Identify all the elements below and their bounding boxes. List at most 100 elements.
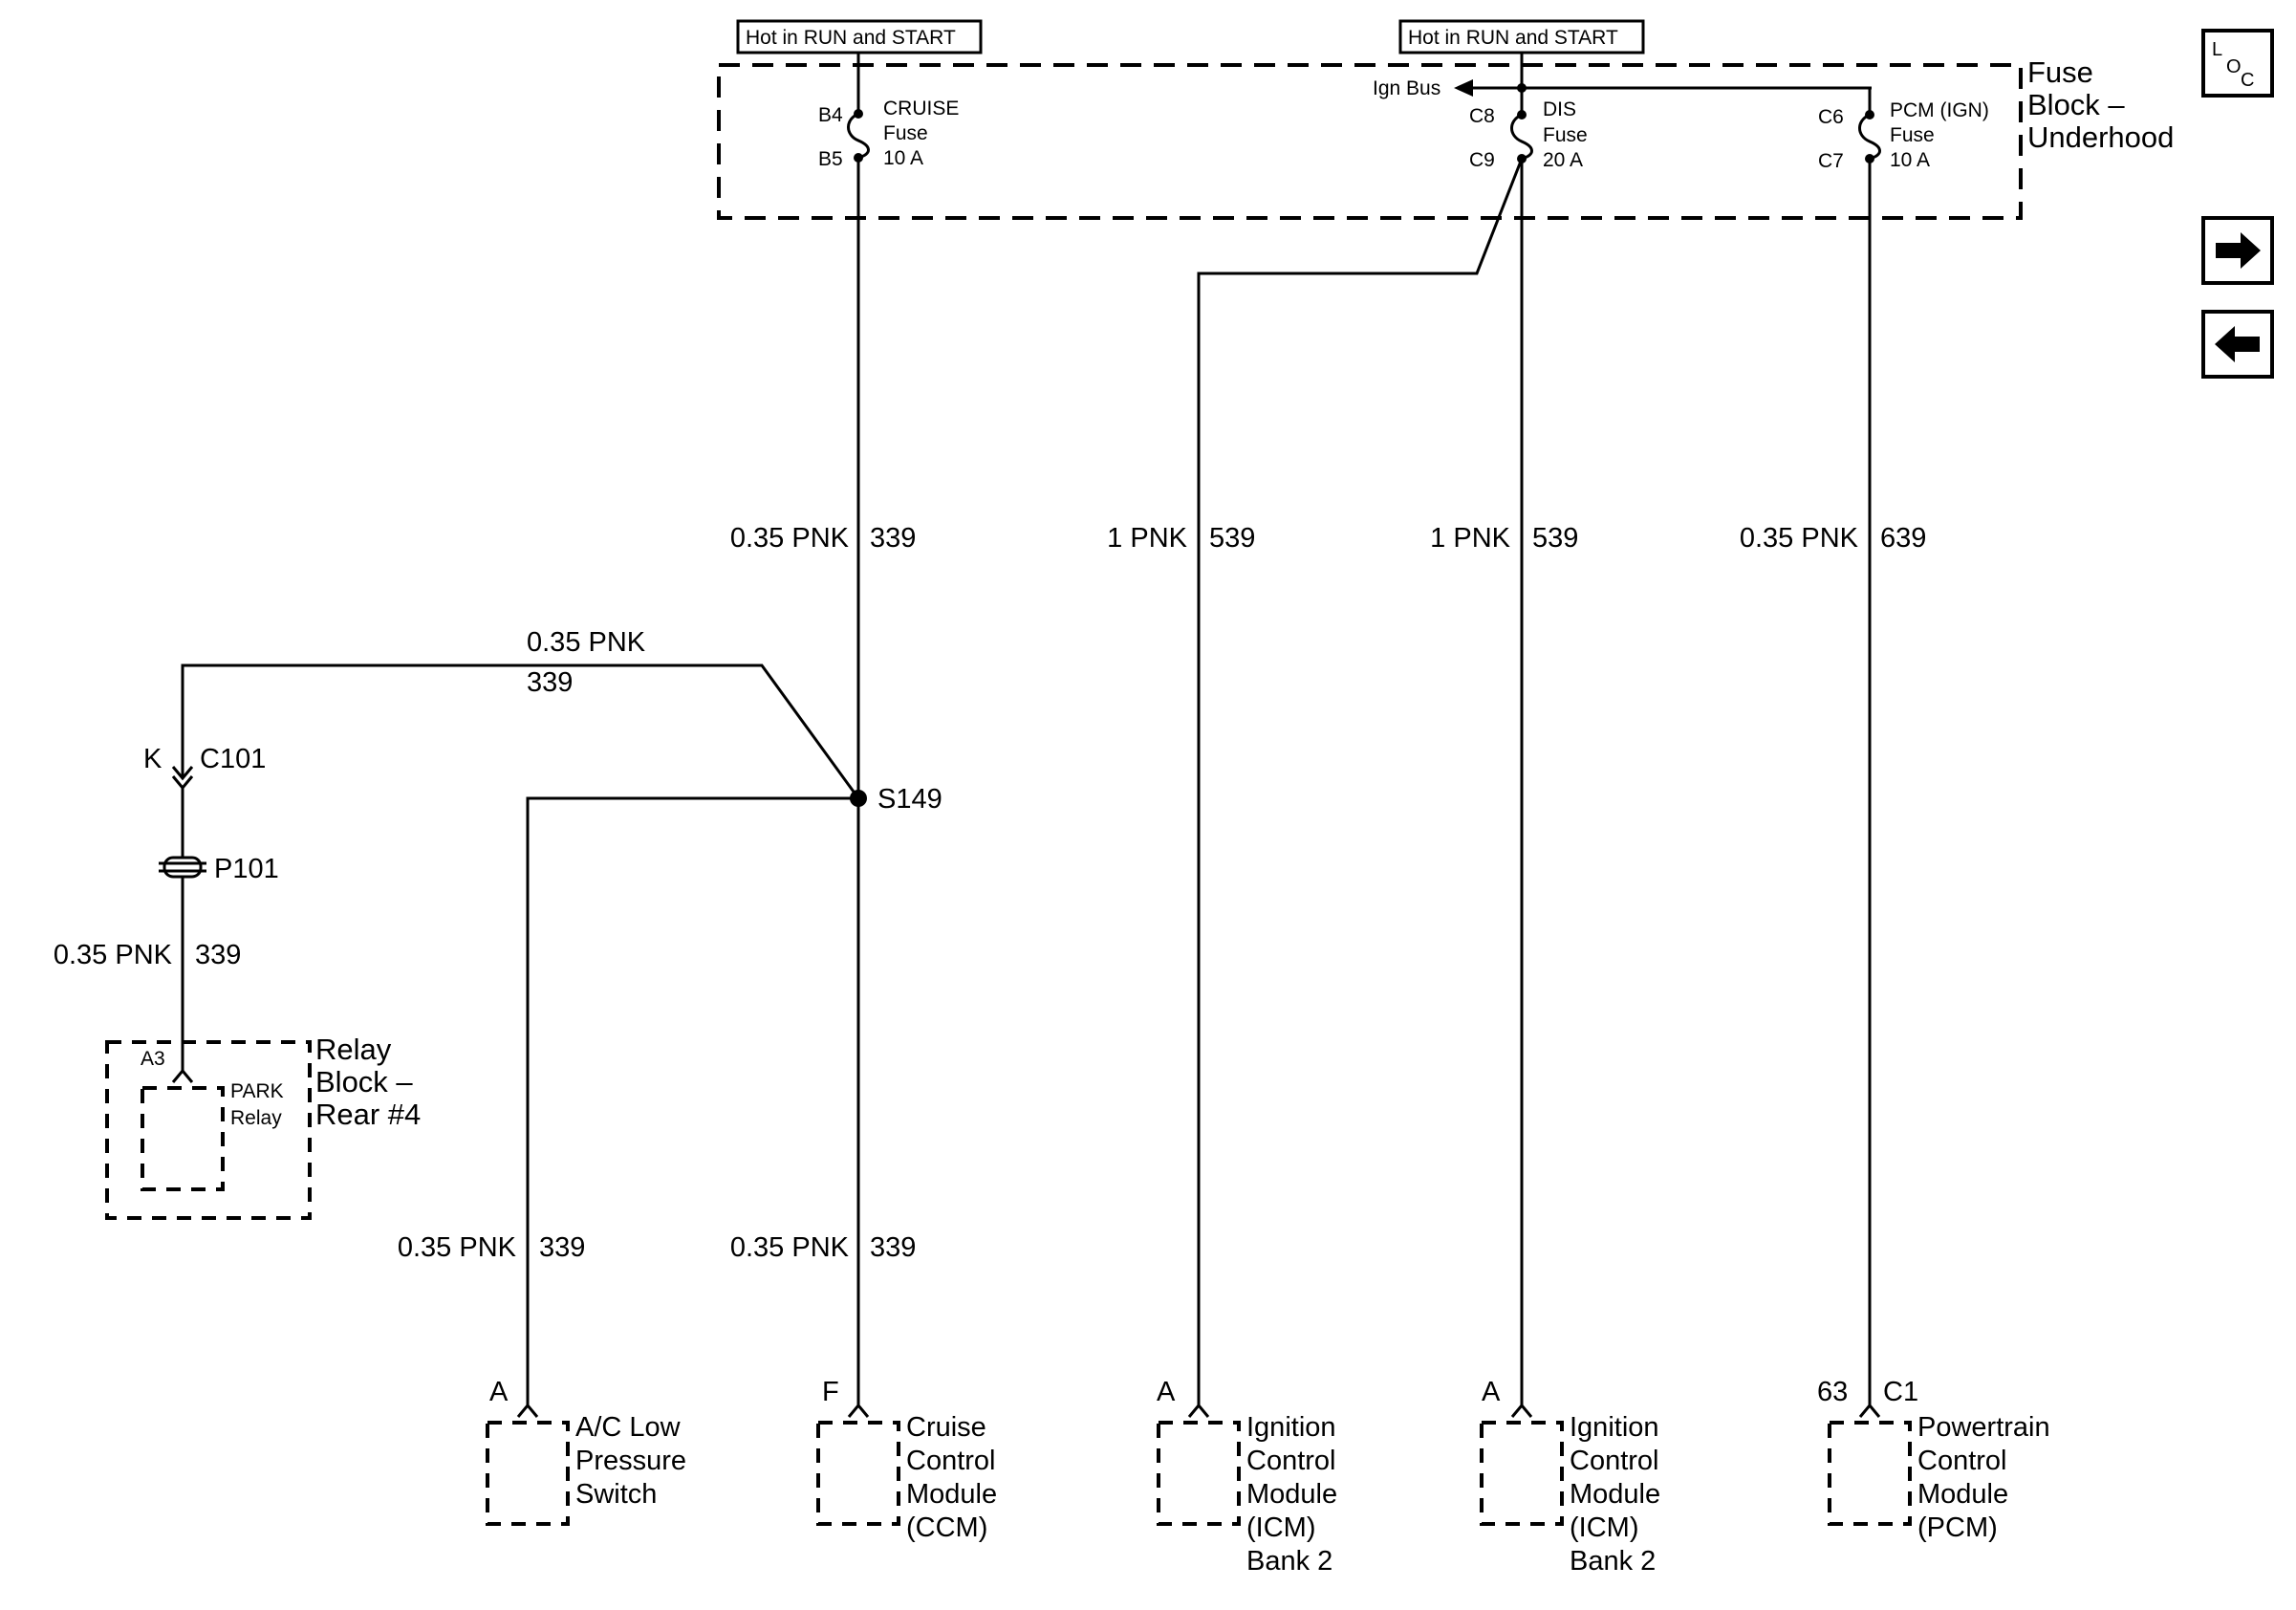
svg-text:Control: Control: [1917, 1446, 2007, 1476]
cruise-fuse-pin-bottom: B5: [818, 148, 843, 170]
pcm-fuse-type: Fuse: [1890, 124, 1935, 146]
svg-text:0.35 PNK: 0.35 PNK: [730, 1232, 850, 1263]
svg-text:Pressure: Pressure: [575, 1446, 686, 1476]
relay-block-pin: A3: [141, 1048, 165, 1070]
dis-fuse-pin-bottom: C9: [1469, 149, 1495, 171]
svg-text:1 PNK: 1 PNK: [1430, 523, 1510, 554]
hot-label-right: Hot in RUN and START: [1398, 19, 1645, 54]
ign-bus: Ign Bus: [1373, 53, 1872, 99]
wire-to-relay: [181, 664, 860, 799]
relay-block-title-1: Relay: [315, 1033, 392, 1066]
pcm-fuse: C6 C7 PCM (IGN) Fuse 10 A: [1818, 88, 1989, 172]
dis-fuse-type: Fuse: [1543, 124, 1588, 146]
component-connector: C1: [1883, 1377, 1918, 1407]
splice-s149: S149: [850, 784, 942, 815]
svg-text:(PCM): (PCM): [1917, 1512, 1998, 1543]
connector-pin: K: [143, 744, 162, 774]
cruise-fuse-type: Fuse: [883, 122, 928, 144]
fuse-block-underhood: Fuse Block – Underhood: [717, 55, 2174, 220]
prev-page-button[interactable]: [2201, 310, 2274, 379]
wire-label-to-relay-top: 0.35 PNK 339: [527, 627, 646, 698]
relay-block-title-2: Block –: [315, 1065, 413, 1099]
svg-text:Module: Module: [1570, 1479, 1660, 1510]
loc-button[interactable]: L O C: [2201, 29, 2274, 98]
next-page-button[interactable]: [2201, 216, 2274, 285]
svg-text:339: 339: [870, 1232, 916, 1263]
park-relay-label-1: PARK: [230, 1080, 284, 1102]
cruise-fuse: B4 B5 CRUISE Fuse 10 A: [818, 53, 959, 170]
hot-label-left: Hot in RUN and START: [736, 19, 983, 54]
wire-label-pcm-feed: 0.35 PNK 639: [1740, 523, 1927, 554]
svg-text:Ignition: Ignition: [1570, 1412, 1659, 1443]
left-arrow-icon: [2215, 326, 2260, 362]
svg-text:A/C Low: A/C Low: [575, 1412, 682, 1443]
svg-text:Module: Module: [1917, 1479, 2008, 1510]
pcm-fuse-name: PCM (IGN): [1890, 99, 1989, 121]
wire-ac-feed: [526, 796, 858, 1405]
svg-text:0.35 PNK: 0.35 PNK: [527, 627, 646, 658]
svg-text:339: 339: [195, 940, 241, 970]
dis-fuse-name: DIS: [1543, 98, 1576, 120]
pcm-fuse-pin-top: C6: [1818, 106, 1844, 128]
svg-text:Hot in RUN and START: Hot in RUN and START: [1408, 27, 1618, 49]
wire-label-ccm-feed: 0.35 PNK 339: [730, 1232, 917, 1263]
connector-c101: K C101: [143, 744, 266, 791]
pcm-fuse-rating: 10 A: [1890, 149, 1930, 171]
svg-text:Hot in RUN and START: Hot in RUN and START: [746, 27, 956, 49]
component-pin: A: [1157, 1377, 1176, 1407]
component-pin: F: [822, 1377, 839, 1407]
wire-label-cruise-feed: 0.35 PNK 339: [730, 523, 917, 554]
svg-text:(ICM): (ICM): [1246, 1512, 1315, 1543]
loc-letter-c: C: [2241, 70, 2254, 91]
cruise-fuse-name: CRUISE: [883, 98, 959, 120]
svg-text:339: 339: [527, 667, 573, 698]
svg-text:Switch: Switch: [575, 1479, 657, 1510]
svg-text:1 PNK: 1 PNK: [1107, 523, 1187, 554]
park-relay-label-2: Relay: [230, 1107, 282, 1129]
svg-text:Bank 2: Bank 2: [1570, 1546, 1656, 1577]
svg-text:(ICM): (ICM): [1570, 1512, 1638, 1543]
svg-text:339: 339: [539, 1232, 585, 1263]
svg-text:539: 539: [1209, 523, 1255, 554]
cruise-fuse-rating: 10 A: [883, 147, 923, 169]
component-icm-bank2-right: A Ignition Control Module (ICM) Bank 2: [1480, 1377, 1660, 1577]
dis-fuse-rating: 20 A: [1543, 149, 1583, 171]
wire-label-relay-feed: 0.35 PNK 339: [54, 940, 242, 970]
fuse-block-title-3: Underhood: [2027, 120, 2174, 154]
connector-name: C101: [200, 744, 266, 774]
fuse-block-title-2: Block –: [2027, 88, 2125, 121]
component-pin: A: [1482, 1377, 1501, 1407]
right-arrow-icon: [2216, 232, 2261, 269]
pass-through-p101: P101: [159, 854, 279, 884]
fuse-block-title-1: Fuse: [2027, 55, 2093, 89]
wire-label-ac-feed: 0.35 PNK 339: [398, 1232, 586, 1263]
svg-text:0.35 PNK: 0.35 PNK: [1740, 523, 1859, 554]
svg-text:Control: Control: [1570, 1446, 1659, 1476]
svg-text:(CCM): (CCM): [906, 1512, 987, 1543]
component-powertrain-control-module: 63 C1 Powertrain Control Module (PCM): [1817, 1377, 2050, 1543]
component-cruise-control-module: F Cruise Control Module (CCM): [816, 1377, 997, 1543]
pcm-fuse-pin-bottom: C7: [1818, 150, 1844, 172]
svg-text:Module: Module: [1246, 1479, 1337, 1510]
svg-text:Bank 2: Bank 2: [1246, 1546, 1332, 1577]
svg-text:Ignition: Ignition: [1246, 1412, 1336, 1443]
svg-text:0.35 PNK: 0.35 PNK: [54, 940, 173, 970]
ign-bus-label: Ign Bus: [1373, 77, 1440, 99]
svg-text:Module: Module: [906, 1479, 997, 1510]
relay-block-title-3: Rear #4: [315, 1098, 421, 1131]
svg-text:P101: P101: [214, 854, 279, 884]
wire-label-icm-right: 1 PNK 539: [1430, 523, 1578, 554]
loc-letter-o: O: [2226, 56, 2242, 77]
relay-block-rear-4: A3 PARK Relay Relay Block – Rear #4: [105, 1033, 421, 1220]
svg-text:339: 339: [870, 523, 916, 554]
component-ac-low-pressure-switch: A A/C Low Pressure Switch: [486, 1377, 686, 1526]
component-pin: A: [489, 1377, 509, 1407]
svg-text:539: 539: [1532, 523, 1578, 554]
dis-fuse: C8 C9 DIS Fuse 20 A: [1469, 83, 1588, 171]
wire-icm-left: [1197, 158, 1524, 1405]
component-pin: 63: [1817, 1377, 1848, 1407]
svg-text:Control: Control: [1246, 1446, 1336, 1476]
svg-text:Cruise: Cruise: [906, 1412, 986, 1443]
svg-text:0.35 PNK: 0.35 PNK: [730, 523, 850, 554]
